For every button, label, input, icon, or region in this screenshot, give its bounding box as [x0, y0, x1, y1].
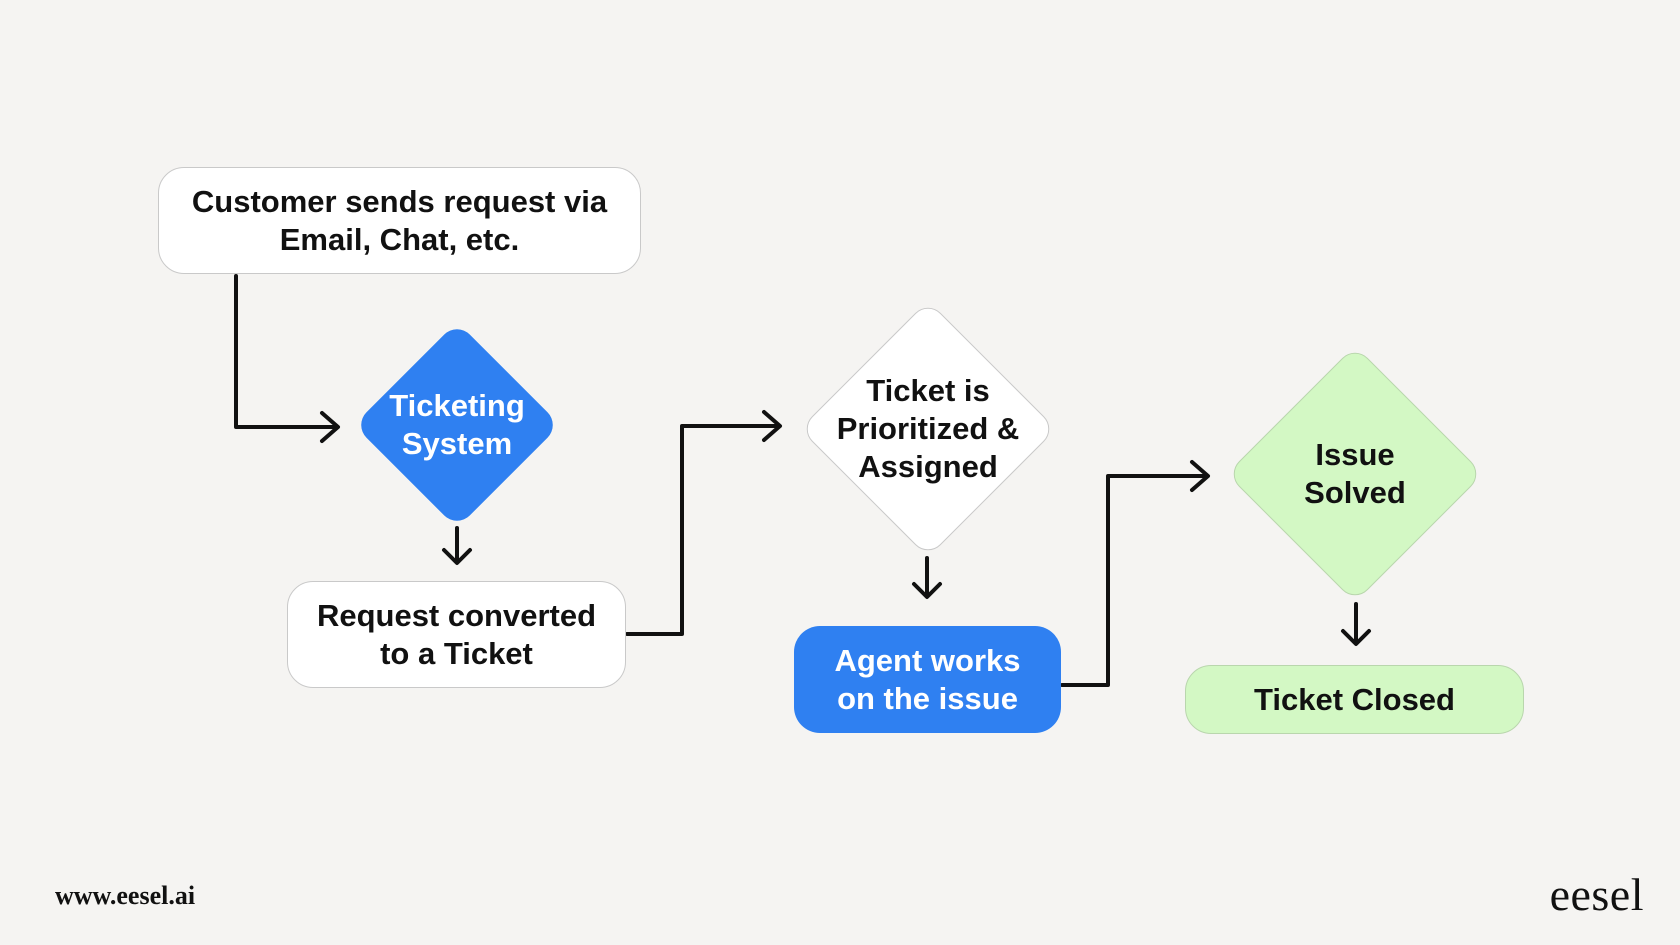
footer-url: www.eesel.ai [55, 881, 196, 910]
node-issue-solved: Issue Solved [1226, 345, 1484, 603]
node-prioritized: Ticket is Prioritized & Assigned [799, 300, 1057, 558]
node-agent-works-label: Agent works on the issue [834, 642, 1021, 716]
node-issue-solved-label: Issue Solved [1304, 437, 1406, 510]
node-ticketing-system: Ticketing System [353, 321, 561, 529]
node-customer-request: Customer sends request via Email, Chat, … [158, 167, 641, 274]
node-agent-works: Agent works on the issue [794, 626, 1061, 733]
edge-customer-to-ticketing [234, 274, 340, 443]
node-ticketing-system-label: Ticketing System [389, 388, 525, 461]
node-customer-request-label: Customer sends request via Email, Chat, … [191, 183, 608, 257]
node-request-converted: Request converted to a Ticket [287, 581, 626, 688]
node-ticket-closed: Ticket Closed [1185, 665, 1524, 734]
edge-ticketing-to-converted [442, 526, 472, 565]
node-ticket-closed-label: Ticket Closed [1253, 681, 1455, 717]
node-request-converted-label: Request converted to a Ticket [316, 597, 597, 671]
eesel-logo: eesel [1549, 869, 1644, 920]
edge-prioritized-to-agent [912, 556, 942, 599]
node-prioritized-label: Ticket is Prioritized & Assigned [836, 373, 1020, 484]
edge-solved-to-closed [1341, 602, 1371, 646]
edge-agent-to-solved [1060, 460, 1210, 687]
edge-converted-to-prioritized [625, 410, 782, 636]
